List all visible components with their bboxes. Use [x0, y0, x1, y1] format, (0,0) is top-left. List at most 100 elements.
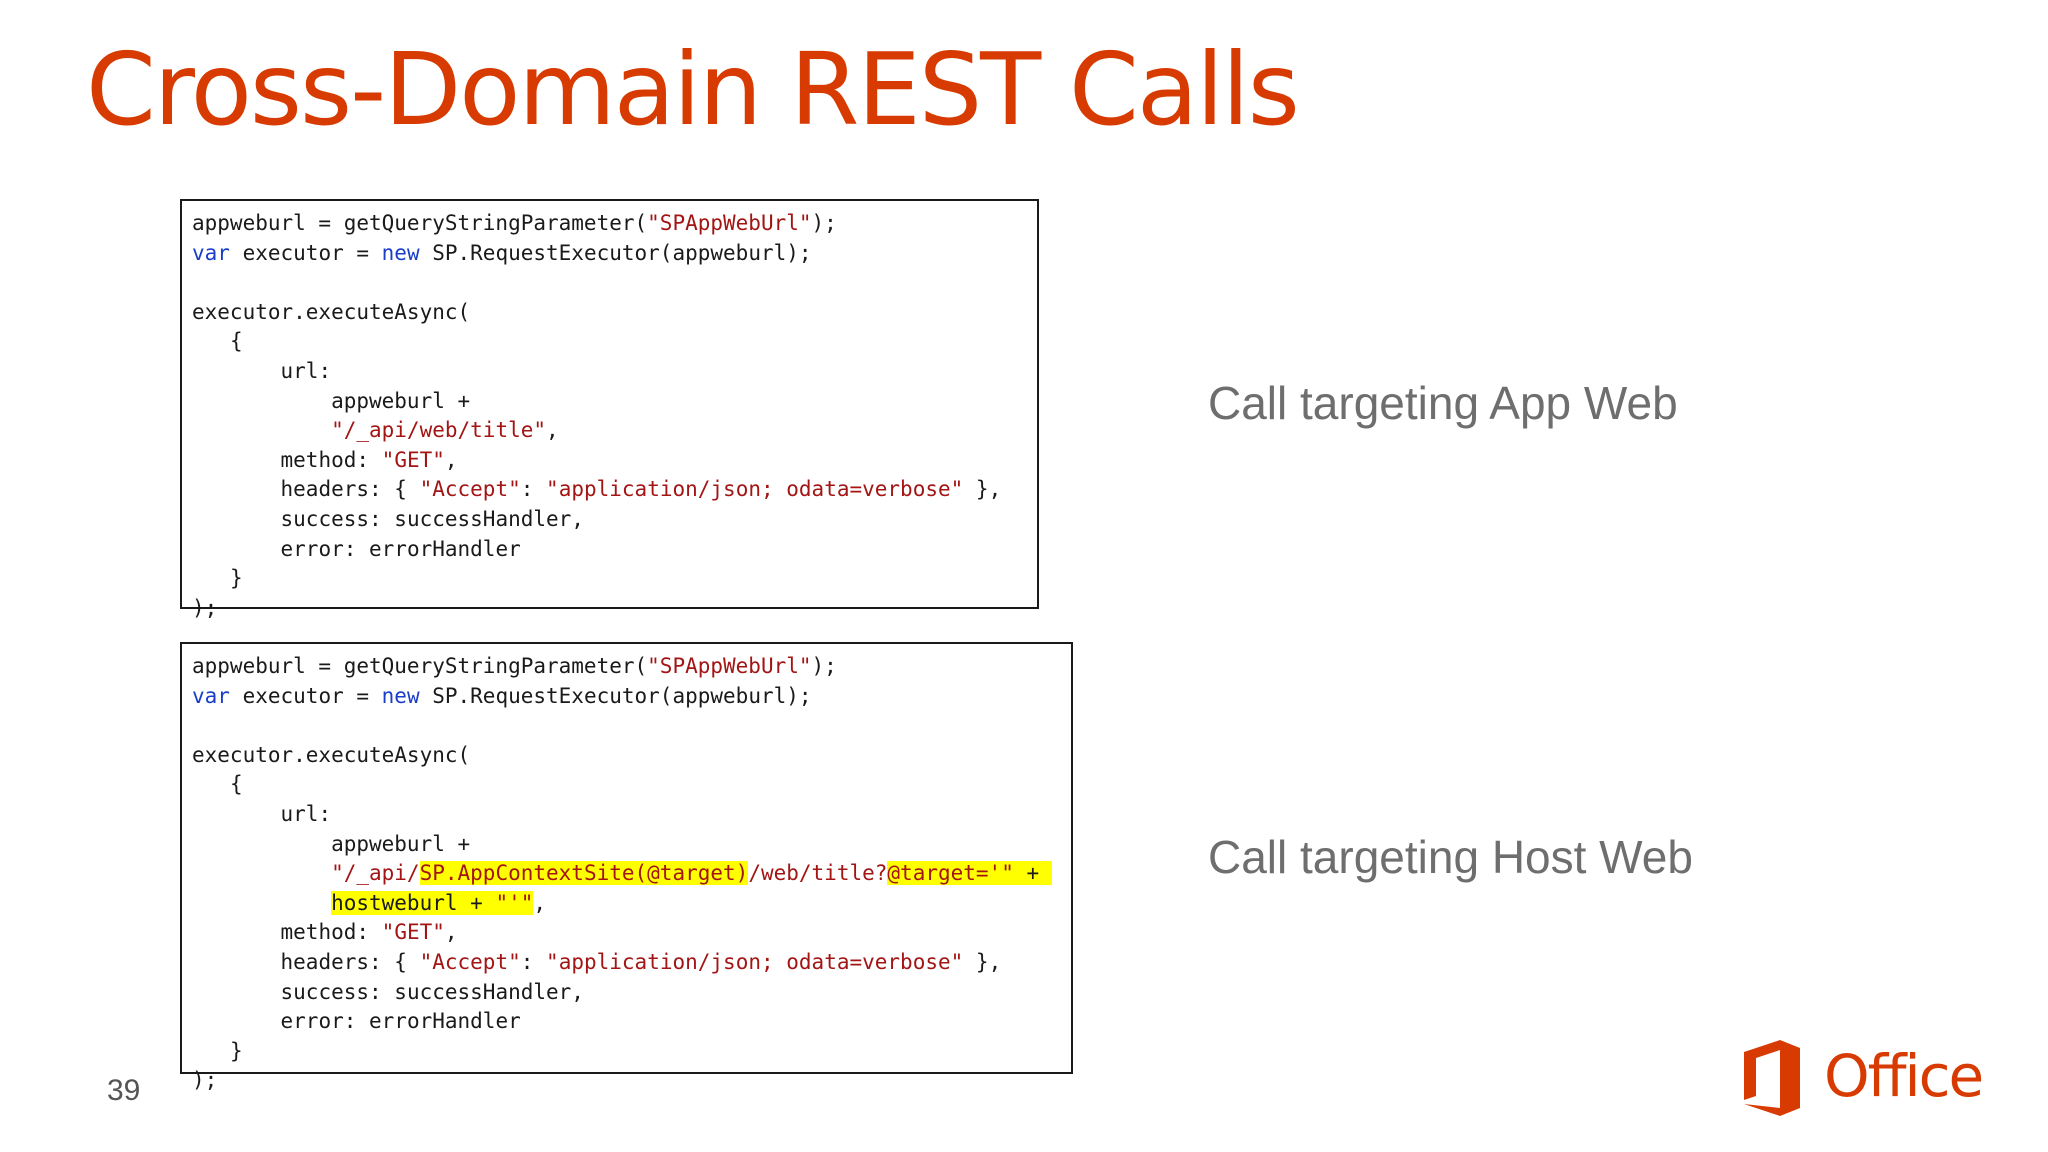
code-line: executor.executeAsync(	[192, 298, 470, 326]
code-token: method:	[280, 920, 382, 945]
code-token: /web/title?	[748, 861, 888, 886]
code-token: executor.executeAsync(	[192, 299, 471, 324]
code-line: var executor = new SP.RequestExecutor(ap…	[192, 239, 812, 267]
code-indent	[192, 802, 281, 826]
code-line: hostweburl + "'",	[192, 889, 546, 917]
code-token: executor =	[229, 683, 382, 708]
code-token: url:	[280, 802, 332, 826]
code-indent	[192, 772, 230, 796]
code-token: error: errorHandler	[280, 536, 521, 561]
code-token: SP.AppContextSite(@target)	[419, 861, 749, 886]
code-token: appweburl = getQueryStringParameter(	[192, 654, 648, 678]
code-token: method:	[280, 447, 382, 472]
code-token: hostweburl +	[331, 890, 496, 915]
code-token: );	[192, 1068, 218, 1093]
code-indent	[192, 1039, 230, 1063]
code-token: },	[963, 950, 1002, 974]
code-token: executor =	[229, 240, 382, 265]
code-token: success: successHandler,	[280, 507, 584, 531]
code-token: :	[520, 950, 547, 974]
code-token: SP.RequestExecutor(appweburl);	[419, 683, 812, 708]
code-token: +	[1013, 861, 1052, 886]
code-token: ,	[444, 447, 458, 472]
code-line: headers: { "Accept": "application/json; …	[192, 475, 1002, 503]
code-indent	[192, 920, 281, 944]
code-token: );	[811, 211, 837, 235]
code-token: "application/json; odata=verbose"	[546, 950, 964, 974]
code-token: var	[192, 240, 230, 265]
code-token: var	[192, 683, 230, 708]
office-logo-icon	[1744, 1040, 1800, 1116]
code-token: }	[229, 1038, 243, 1063]
code-indent	[192, 861, 331, 885]
code-token: headers: {	[280, 950, 420, 974]
code-line: error: errorHandler	[192, 535, 521, 563]
code-token: success: successHandler,	[280, 979, 584, 1004]
code-line: error: errorHandler	[192, 1007, 521, 1035]
caption-host-web: Call targeting Host Web	[1208, 831, 1693, 883]
code-token: },	[963, 477, 1002, 502]
code-token: }	[229, 566, 243, 591]
code-indent	[192, 537, 281, 561]
code-token: {	[229, 329, 243, 354]
code-line: url:	[192, 800, 332, 828]
code-token: "application/json; odata=verbose"	[546, 477, 964, 502]
slide-title: Cross-Domain REST Calls	[86, 31, 1300, 148]
code-token: error: errorHandler	[280, 1009, 521, 1034]
code-token: ,	[546, 418, 559, 443]
code-indent	[192, 507, 281, 531]
office-logo-text: Office	[1824, 1042, 1984, 1110]
code-line: success: successHandler,	[192, 978, 584, 1006]
code-token: appweburl +	[331, 388, 471, 413]
code-token: appweburl = getQueryStringParameter(	[192, 211, 648, 235]
code-token: url:	[280, 359, 332, 383]
code-token: "GET"	[381, 920, 445, 945]
code-token: appweburl +	[331, 831, 471, 856]
code-line: appweburl +	[192, 387, 470, 415]
code-line: appweburl +	[192, 830, 470, 858]
code-token: new	[381, 240, 420, 265]
code-line: );	[192, 594, 217, 622]
code-line: var executor = new SP.RequestExecutor(ap…	[192, 682, 812, 710]
code-token: );	[192, 595, 218, 620]
code-line: headers: { "Accept": "application/json; …	[192, 948, 1002, 976]
code-token: ,	[444, 920, 458, 945]
code-token: {	[229, 772, 243, 797]
code-line: );	[192, 1066, 217, 1094]
code-token: executor.executeAsync(	[192, 742, 471, 767]
code-line: "/_api/web/title",	[192, 416, 559, 444]
code-block-app-web: appweburl = getQueryStringParameter("SPA…	[180, 199, 1039, 620]
code-token: "/_api/web/title"	[331, 418, 547, 443]
caption-app-web: Call targeting App Web	[1208, 377, 1678, 429]
code-indent	[192, 980, 281, 1004]
code-token: ,	[533, 890, 547, 915]
code-indent	[192, 329, 230, 353]
code-indent	[192, 891, 331, 915]
code-line: {	[192, 327, 243, 355]
code-token: "Accept"	[419, 477, 521, 502]
code-indent	[192, 418, 331, 442]
code-token: :	[520, 477, 547, 502]
page-number: 39	[107, 1074, 141, 1107]
code-line: "/_api/SP.AppContextSite(@target)/web/ti…	[192, 859, 1052, 887]
code-token: new	[381, 683, 420, 708]
code-block-host-web: appweburl = getQueryStringParameter("SPA…	[180, 642, 1073, 1092]
code-token: "GET"	[381, 447, 445, 472]
code-token: headers: {	[280, 477, 420, 502]
code-indent	[192, 832, 331, 856]
code-indent	[192, 448, 281, 472]
code-line: success: successHandler,	[192, 505, 584, 533]
code-line: appweburl = getQueryStringParameter("SPA…	[192, 209, 837, 237]
code-line: }	[192, 1037, 243, 1065]
code-token: "SPAppWebUrl"	[647, 211, 812, 235]
code-indent	[192, 1009, 281, 1033]
code-token: "Accept"	[419, 950, 521, 974]
code-indent	[192, 950, 281, 974]
code-indent	[192, 477, 281, 501]
code-token: SP.RequestExecutor(appweburl);	[419, 240, 812, 265]
code-indent	[192, 359, 281, 383]
code-token: @target='"	[887, 861, 1014, 886]
code-line: executor.executeAsync(	[192, 741, 470, 769]
code-token: "SPAppWebUrl"	[647, 654, 812, 678]
code-indent	[192, 566, 230, 590]
